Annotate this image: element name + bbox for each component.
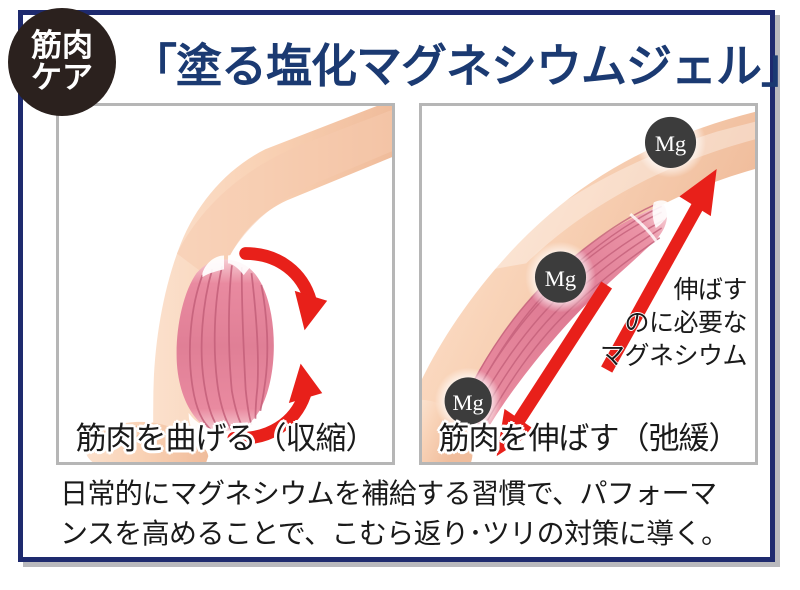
- annotation-line-1: 伸ばす: [673, 276, 747, 304]
- badge-line-2: ケア: [31, 60, 93, 95]
- stretch-annotation: 伸ばす のに必要な マグネシウム: [567, 274, 748, 373]
- mg-marker-mid: Mg: [525, 241, 596, 313]
- contraction-illustration: [85, 106, 392, 462]
- contraction-arrows: [227, 247, 328, 445]
- footer-description: 日常的にマグネシウムを補給する習慣で、パフォーマ ンスを高めることで、こむら返り…: [60, 474, 760, 554]
- mg-marker-bottom-label: Mg: [452, 390, 483, 415]
- panel-relaxation-caption: 筋肉を伸ばす（弛緩）: [438, 421, 740, 456]
- foot-shape: [85, 421, 209, 462]
- annotation-line-3: マグネシウム: [599, 342, 748, 370]
- foot-line-2: [95, 435, 156, 446]
- foot-line-1: [99, 425, 154, 436]
- heel-shape: [422, 399, 473, 462]
- footer-line-1: 日常的にマグネシウムを補給する習慣で、パフォーマ: [60, 478, 717, 509]
- thigh-shape: [153, 106, 392, 462]
- mg-marker-top-label: Mg: [655, 131, 686, 156]
- mg-marker-bottom: Mg: [434, 367, 502, 435]
- stretch-arrows: [496, 168, 717, 457]
- illustration-panels: 筋肉を曲げる（収縮）: [56, 103, 758, 465]
- thigh-shade: [176, 109, 392, 284]
- footer-line-2: ンスを高めることで、こむら返り･ツリの対策に導く。: [60, 517, 729, 549]
- page-title: 「塗る塩化マグネシウムジェル」: [131, 40, 800, 92]
- mg-marker-mid-label: Mg: [545, 266, 576, 291]
- muscle-care-badge: 筋肉 ケア: [8, 8, 116, 116]
- annotation-line-2: のに必要な: [624, 309, 747, 337]
- relaxation-illustration: Mg Mg Mg: [422, 106, 755, 462]
- header: 「塗る塩化マグネシウムジェル」: [18, 10, 800, 102]
- leg-shape: [422, 111, 755, 462]
- mg-marker-top: Mg: [635, 106, 706, 178]
- panel-contraction: 筋肉を曲げる（収縮）: [56, 103, 395, 465]
- panel-contraction-caption: 筋肉を曲げる（収縮）: [75, 421, 377, 456]
- panel-relaxation: Mg Mg Mg: [419, 103, 758, 465]
- badge-line-1: 筋肉: [31, 28, 93, 64]
